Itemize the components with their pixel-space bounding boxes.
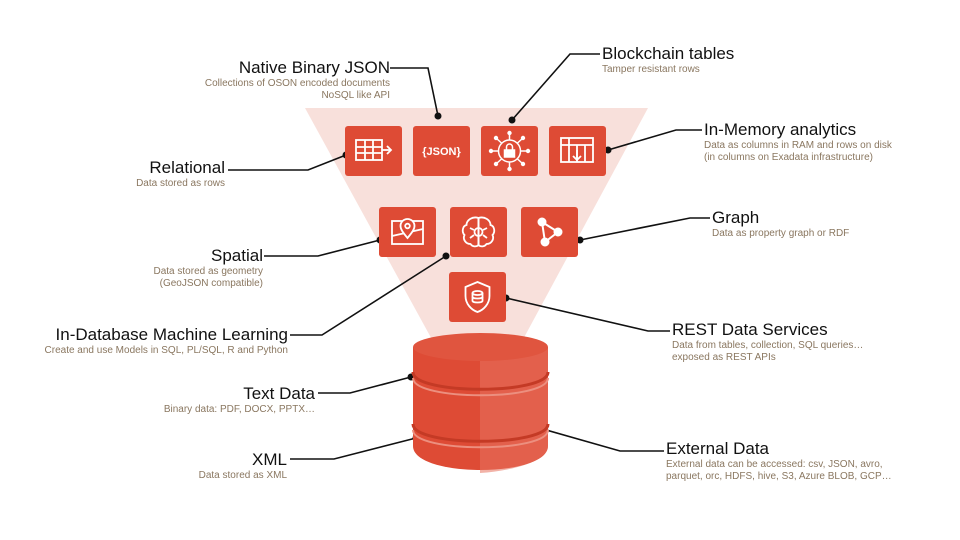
native-json-label: Native Binary JSON Collections of OSON e… (205, 58, 390, 102)
xml-title: XML (252, 450, 287, 469)
relational-desc: Data stored as rows (136, 178, 225, 189)
json-icon: {JSON} (422, 146, 461, 158)
inmemory-title: In-Memory analytics (704, 120, 857, 139)
rest-desc-2: exposed as REST APIs (672, 352, 776, 363)
graph-desc: Data as property graph or RDF (712, 228, 850, 239)
spatial-title: Spatial (211, 246, 263, 265)
map-pin-icon (391, 218, 424, 245)
graph-nodes-icon (537, 217, 563, 247)
ml-title: In-Database Machine Learning (55, 325, 288, 344)
blockchain-title: Blockchain tables (602, 44, 735, 63)
shield-database-icon (464, 281, 491, 313)
ml-label: In-Database Machine Learning Create and … (45, 325, 288, 357)
external-data-title: External Data (666, 439, 769, 458)
native-json-title: Native Binary JSON (238, 58, 390, 77)
text-data-label: Text Data Binary data: PDF, DOCX, PPTX… (164, 384, 315, 416)
blockchain-label: Blockchain tables Tamper resistant rows (602, 44, 734, 76)
connector-lines (228, 53, 710, 460)
database-cylinder (411, 333, 550, 473)
inmemory-tile (549, 126, 606, 176)
rest-desc: Data from tables, collection, SQL querie… (672, 340, 864, 351)
graph-title: Graph (712, 208, 760, 227)
blockchain-desc: Tamper resistant rows (602, 64, 700, 75)
relational-tile (345, 126, 402, 176)
xml-label: XML Data stored as XML (199, 450, 287, 482)
columns-download-icon (560, 137, 594, 163)
blockchain-tile (481, 126, 538, 176)
native-json-desc-2: NoSQL like API (321, 90, 390, 101)
spatial-desc: Data stored as geometry (153, 266, 264, 277)
external-data-desc-2: parquet, orc, HDFS, hive, S3, Azure BLOB… (666, 471, 892, 482)
rest-title: REST Data Services (672, 320, 828, 339)
inmemory-desc: Data as columns in RAM and rows on disk (704, 140, 892, 151)
json-tile: {JSON} (413, 126, 470, 176)
external-data-label: External Data External data can be acces… (666, 439, 892, 483)
relational-title: Relational (149, 158, 225, 177)
relational-label: Relational Data stored as rows (136, 158, 225, 190)
native-json-desc: Collections of OSON encoded documents (204, 78, 390, 89)
ml-desc: Create and use Models in SQL, PL/SQL, R … (44, 345, 288, 356)
inmemory-label: In-Memory analytics Data as columns in R… (704, 120, 892, 164)
spatial-tile (379, 207, 436, 257)
xml-desc: Data stored as XML (198, 470, 287, 481)
table-arrow-icon (355, 139, 393, 161)
graph-label: Graph Data as property graph or RDF (712, 208, 849, 240)
external-data-desc: External data can be accessed: csv, JSON… (666, 459, 883, 470)
text-data-title: Text Data (243, 384, 315, 403)
spatial-desc-2: (GeoJSON compatible) (159, 278, 263, 289)
spatial-label: Spatial Data stored as geometry (GeoJSON… (154, 246, 264, 290)
ml-tile (450, 207, 507, 257)
text-data-desc: Binary data: PDF, DOCX, PPTX… (163, 404, 315, 415)
graph-tile (521, 207, 578, 257)
brain-icon (461, 216, 496, 248)
rest-label: REST Data Services Data from tables, col… (672, 320, 863, 364)
inmemory-desc-2: (in columns on Exadata infrastructure) (704, 152, 873, 163)
rest-tile (449, 272, 506, 322)
